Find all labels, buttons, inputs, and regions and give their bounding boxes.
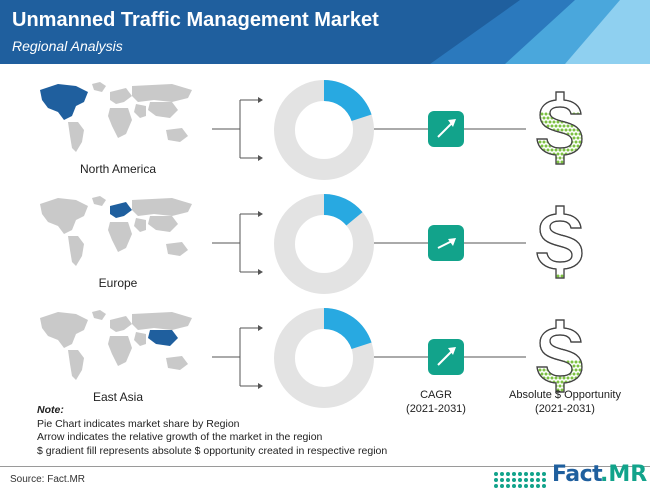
dollar-opportunity-icon [536,205,583,279]
connector-lines [212,97,526,161]
connector-lines [212,211,526,275]
dollar-opportunity-icon [536,91,583,165]
opportunity-period-text: (2021-2031) [535,403,595,415]
factmr-logo: Fact .MR [552,462,647,488]
world-map [32,76,212,156]
page-subtitle: Regional Analysis [12,38,123,54]
footer-divider [0,466,650,467]
donut-share-slice [324,308,372,350]
cagr-label: CAGR (2021-2031) [406,388,466,416]
world-map [32,190,212,270]
share-donut-chart [274,194,374,294]
source-text: Source: Fact.MR [10,474,86,485]
logo-dots-decor [494,472,546,488]
note-line-1: Pie Chart indicates market share by Regi… [37,417,240,430]
donut-share-slice [324,80,372,122]
dollar-opportunity-icon [536,319,583,393]
share-donut-chart [274,80,374,180]
note-line-2: Arrow indicates the relative growth of t… [37,431,323,443]
logo-part-2: .MR [600,462,648,487]
region-row: Europe [0,190,650,300]
page-title: Unmanned Traffic Management Market [12,9,379,31]
header-banner: Unmanned Traffic Management Market Regio… [0,0,650,64]
region-label: East Asia [92,390,144,404]
region-row: North America [0,76,650,186]
header-decor [430,0,650,64]
growth-arrow-badge [428,339,464,375]
arrow-up-right-icon [437,238,456,249]
note-line-3: $ gradient fill represents absolute $ op… [37,444,388,457]
logo-part-1: Fact [552,462,603,487]
region-row: East Asia [0,304,650,414]
note-block: Note: Pie Chart indicates market share b… [37,404,387,458]
region-label: North America [79,162,157,176]
region-label: Europe [98,276,138,290]
cagr-label-text: CAGR [420,389,452,401]
note-title: Note: [37,404,64,416]
growth-arrow-badge [428,111,464,147]
share-donut-chart [274,308,374,408]
cagr-period-text: (2021-2031) [406,403,466,415]
world-map [32,304,212,384]
growth-arrow-badge [428,225,464,261]
arrow-up-right-icon [437,119,456,138]
connector-lines [212,325,526,389]
opportunity-label: Absolute $ Opportunity (2021-2031) [490,388,640,416]
opportunity-label-text: Absolute $ Opportunity [509,389,621,401]
arrow-up-right-icon [437,347,456,366]
donut-share-slice [324,194,363,226]
